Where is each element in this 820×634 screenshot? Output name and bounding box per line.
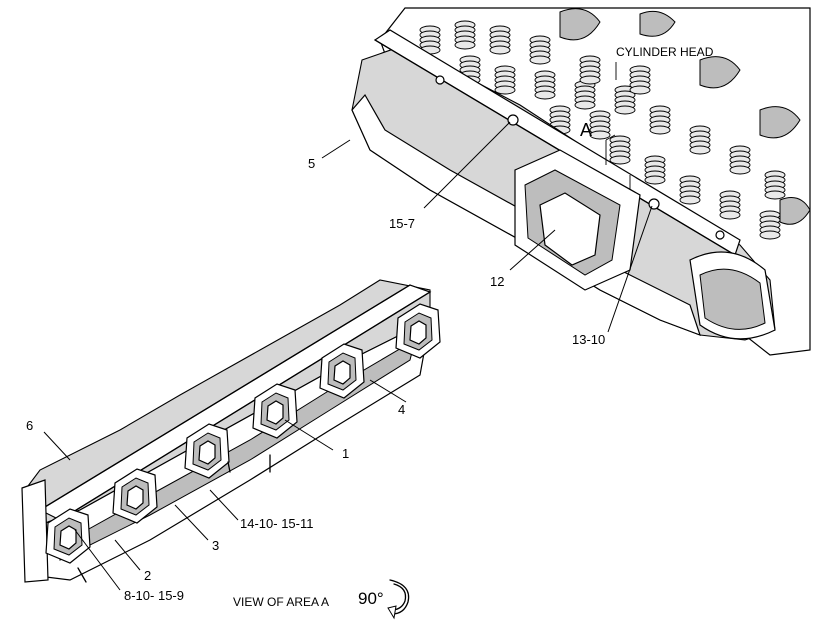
callouts: CYLINDER HEAD A 5 15-7 12 13-10 6 4 1 14… <box>26 45 714 609</box>
installed-manifold <box>351 29 776 341</box>
manifold-port <box>252 383 298 439</box>
manifold-port <box>112 468 158 524</box>
valve-spring <box>719 190 741 220</box>
valve-spring <box>574 80 596 110</box>
valve-spring <box>494 65 516 95</box>
label-part-6: 6 <box>26 418 33 433</box>
valve-spring <box>644 155 666 185</box>
label-part-4: 4 <box>398 402 405 417</box>
valve-spring <box>489 25 511 55</box>
valve-spring <box>454 20 476 50</box>
valve-spring <box>679 175 701 205</box>
valve-spring <box>579 55 601 85</box>
label-part-8-10-15-9: 8-10- 15-9 <box>124 588 184 603</box>
label-part-1: 1 <box>342 446 349 461</box>
manifold-port <box>319 343 365 399</box>
exploded-manifold <box>21 279 441 583</box>
valve-spring <box>589 110 611 140</box>
valve-spring <box>689 125 711 155</box>
valve-spring <box>529 35 551 65</box>
valve-spring <box>419 25 441 55</box>
valve-spring <box>649 105 671 135</box>
valve-spring <box>549 105 571 135</box>
label-area-a: A <box>580 120 592 140</box>
valve-spring <box>609 135 631 165</box>
label-part-3: 3 <box>212 538 219 553</box>
label-part-5: 5 <box>308 156 315 171</box>
manifold-port <box>45 508 91 564</box>
valve-spring <box>614 85 636 115</box>
label-rotation: 90° <box>358 589 384 608</box>
label-part-12: 12 <box>490 274 504 289</box>
leader-lines <box>43 121 653 591</box>
rotation-arrow-icon <box>387 579 410 620</box>
valve-spring <box>729 145 751 175</box>
valve-spring <box>629 65 651 95</box>
label-view-of-area: VIEW OF AREA A <box>233 595 329 609</box>
label-part-13-10: 13-10 <box>572 332 605 347</box>
label-part-2: 2 <box>144 568 151 583</box>
label-part-15-7: 15-7 <box>389 216 415 231</box>
label-part-14-10-15-11: 14-10- 15-11 <box>240 516 313 531</box>
manifold-port <box>184 423 230 479</box>
valve-spring <box>759 210 781 240</box>
manifold-port <box>395 303 441 359</box>
label-cylinder-head: CYLINDER HEAD <box>616 45 714 59</box>
valve-spring <box>534 70 556 100</box>
valve-spring <box>764 170 786 200</box>
